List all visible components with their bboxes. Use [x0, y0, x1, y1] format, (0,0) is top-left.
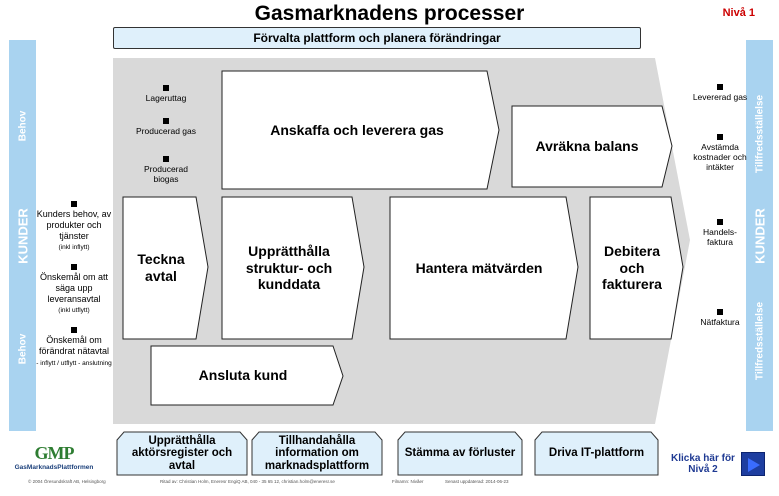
bullet-icon — [717, 84, 723, 90]
process-uppratthalla[interactable]: Upprätthålla struktur- och kunddata — [245, 242, 333, 293]
process-anskaffa[interactable]: Anskaffa och leverera gas — [270, 121, 444, 138]
footer-filename: Filnamn: Nivåer — [392, 479, 424, 484]
support-process-1[interactable]: Upprätthålla aktörsregister och avtal — [131, 434, 233, 472]
bullet-icon — [163, 118, 169, 124]
input-item: Producerad gas — [133, 118, 199, 136]
bullet-icon — [717, 219, 723, 225]
bullet-icon — [71, 264, 77, 270]
process-hantera[interactable]: Hantera mätvärden — [415, 259, 543, 276]
footer-copyright: © 2004 Öresundskraft AB, Helsingborg — [28, 479, 106, 484]
bullet-icon — [71, 327, 77, 333]
customer-need-item: Kunders behov, av produkter och tjänster… — [36, 201, 112, 252]
bullet-icon — [163, 156, 169, 162]
output-item: Handels-faktura — [692, 219, 748, 247]
bullet-icon — [71, 201, 77, 207]
left-customer-bar: Behov KUNDER Behov — [9, 40, 36, 431]
input-item: Lageruttag — [133, 85, 199, 103]
support-process-3[interactable]: Stämma av förluster — [404, 447, 516, 460]
process-teckna[interactable]: Teckna avtal — [137, 251, 185, 284]
bullet-icon — [163, 85, 169, 91]
right-customer-bar: Tillfredsställelse KUNDER Tillfredsställ… — [746, 40, 773, 431]
page-title: Gasmarknadens processer — [254, 2, 525, 25]
right-bar-bottom-label: Tillfredsställelse — [754, 301, 765, 381]
footer-author: Ritad av: Christian Holm, Eneresr EngiQ … — [160, 479, 335, 484]
process-debitera[interactable]: Debitera och fakturera — [602, 242, 662, 293]
output-item: Avstämda kostnader och intäkter — [692, 134, 748, 173]
process-avrakna[interactable]: Avräkna balans — [535, 138, 639, 155]
footer-date: Senast uppdaterad: 2014-06-23 — [445, 479, 509, 484]
play-arrow-icon[interactable] — [741, 452, 765, 476]
process-ansluta[interactable]: Ansluta kund — [198, 367, 288, 384]
customer-need-item: Önskemål om förändrat nätavtal - inflytt… — [36, 327, 112, 367]
bullet-icon — [717, 134, 723, 140]
output-item: Nätfaktura — [692, 309, 748, 327]
nav-level2-link[interactable]: Klicka här för Nivå 2 — [671, 453, 735, 475]
gmp-logo: GMP GasMarknadsPlattformen — [14, 443, 94, 471]
logo-sub-text: GasMarknadsPlattformen — [14, 464, 94, 471]
right-bar-top-label: Tillfredsställelse — [754, 94, 765, 173]
left-bar-middle-label: KUNDER — [15, 207, 30, 264]
logo-main-text: GMP — [34, 443, 75, 463]
input-item: Producerad biogas — [133, 156, 199, 184]
customer-need-item: Önskemål om att säga upp leveransavtal (… — [36, 264, 112, 315]
top-band-process[interactable]: Förvalta plattform och planera förändrin… — [113, 27, 641, 49]
support-process-2[interactable]: Tillhandahålla information om marknadspl… — [264, 434, 370, 472]
bullet-icon — [717, 309, 723, 315]
left-bar-bottom-label: Behov — [17, 333, 28, 365]
left-bar-top-label: Behov — [17, 110, 28, 142]
level-label: Nivå 1 — [722, 7, 755, 19]
output-item: Levererad gas — [692, 84, 748, 102]
support-process-4[interactable]: Driva IT-plattform — [548, 447, 645, 460]
right-bar-middle-label: KUNDER — [752, 207, 767, 264]
